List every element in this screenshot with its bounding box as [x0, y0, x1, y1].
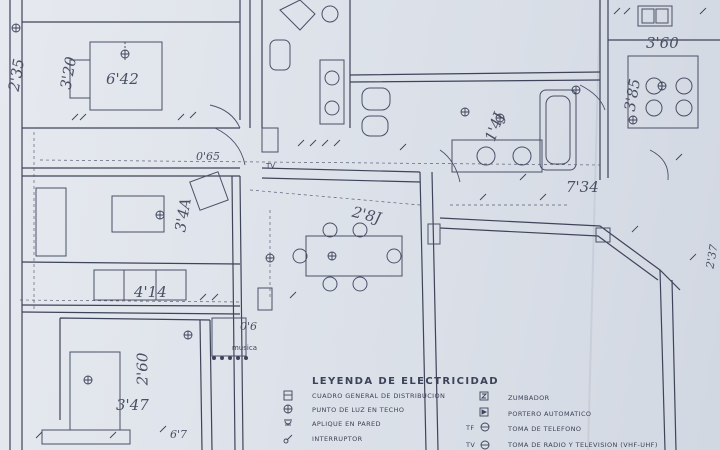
label-hall: 7'34: [566, 178, 599, 196]
bath-fixtures: [451, 139, 543, 173]
legend-item-wall-light: APLIQUE EN PARED: [312, 420, 381, 428]
legend-item-distribution: CUADRO GENERAL DE DISTRIBUCION: [312, 392, 446, 400]
legend-title: LEYENDA DE ELECTRICIDAD: [312, 376, 499, 387]
ceiling-light-icon: [657, 81, 667, 91]
wiring-line: [19, 299, 241, 303]
armchair: [189, 171, 229, 211]
ceiling-light-icon: [11, 23, 21, 33]
outlet-mark: [212, 356, 216, 360]
top-wall: [22, 21, 240, 129]
wall-corridor-top: [22, 167, 240, 177]
door-arc: [209, 104, 241, 129]
kitchen-sink: [637, 5, 673, 27]
switch-mark: [199, 291, 297, 301]
label-bedroom-top: 6'42: [106, 70, 139, 88]
legend-item-radio-tv: TOMA DE RADIO Y TELEVISION (VHF-UHF): [508, 441, 658, 449]
label-zero-small: 0'6: [240, 320, 258, 333]
label-bedroom-bottom: 2'60: [133, 352, 152, 386]
bed-bottom: [69, 351, 121, 431]
ceiling-light-icon: [183, 330, 193, 340]
phone-outlet-legend-icon: [480, 422, 490, 432]
dining-table: [305, 235, 403, 277]
outlet-mark: [236, 356, 240, 360]
wall-mid-vertical: [231, 175, 244, 450]
label-bedroom-bottom-b: 3'47: [116, 396, 149, 414]
legend-item-intercom: PORTERO AUTOMATICO: [508, 410, 592, 418]
tv-outlet-legend-icon: [480, 440, 490, 450]
outer-wall: [9, 0, 23, 450]
buzzer-legend-icon: [479, 391, 489, 401]
wall-upper-right: [349, 71, 601, 83]
switch-mark: [631, 153, 697, 261]
door-arc: [649, 149, 669, 181]
ceiling-light-icon: [460, 107, 470, 117]
distribution-panel-icon: [283, 390, 293, 401]
switch-mark: [399, 143, 547, 201]
paper-fold-line: [587, 0, 601, 450]
ceiling-light-icon: [571, 85, 581, 95]
wall-living-bottom: [21, 261, 241, 315]
legend-item-ceiling-light: PUNTO DE LUZ EN TECHO: [312, 406, 405, 414]
label-mid-small: 0'65: [196, 150, 221, 163]
outlet-mark: [220, 356, 224, 360]
wall-kitchen: [599, 0, 609, 180]
ceiling-light-icon: [495, 113, 505, 123]
wall-center-vertical: [419, 171, 439, 450]
kitchen-table: [627, 55, 699, 129]
wall-bedroom-bottom: [59, 317, 211, 420]
wall-light-legend-icon: [284, 419, 292, 426]
ceiling-light-icon: [120, 49, 130, 59]
lower-sofa: [93, 269, 187, 301]
musica-mark: musica: [232, 344, 257, 352]
wall-diag: [439, 217, 681, 291]
wall-partition-2: [261, 0, 351, 128]
label-dining: 4'14: [134, 283, 167, 301]
wall-corridor-mid: [261, 167, 421, 183]
wall-partition-1: [239, 0, 251, 128]
wiring-line: [249, 189, 421, 206]
switch-legend-icon: [283, 434, 293, 444]
tv-mark: TV: [266, 162, 276, 170]
washroom-fixtures: [319, 59, 345, 125]
legend-item-switch: INTERRUPTOR: [312, 435, 363, 443]
ceiling-light-icon: [155, 210, 165, 220]
ceiling-light-legend-icon: [283, 404, 293, 414]
legend-code-phone: TF: [466, 424, 475, 432]
ceiling-light-icon: [327, 251, 337, 261]
ceiling-light-icon: [265, 253, 275, 263]
outlet-mark: [244, 356, 248, 360]
sofa: [35, 187, 67, 257]
switch-mark: [71, 111, 197, 121]
legend-code-tv: TV: [466, 441, 476, 449]
bathtub: [539, 89, 577, 171]
door-arc: [579, 84, 606, 111]
door-arc: [214, 127, 246, 166]
intercom-legend-icon: [479, 407, 489, 417]
ceiling-light-icon: [83, 375, 93, 385]
wall-bottom-room-right: [199, 319, 213, 450]
switch-mark: [297, 139, 341, 147]
legend-item-phone: TOMA DE TELEFONO: [508, 425, 582, 433]
switch-mark: [35, 425, 167, 439]
label-side-number: 6'7: [170, 428, 188, 441]
outlet-mark: [228, 356, 232, 360]
label-kitchen: 3'60: [646, 34, 679, 52]
door-arc: [439, 149, 461, 183]
legend-item-buzzer: ZUMBADOR: [508, 394, 550, 402]
wall-right-vertical: [659, 269, 677, 450]
ceiling-light-icon: [628, 115, 638, 125]
switch-mark: [613, 7, 707, 15]
